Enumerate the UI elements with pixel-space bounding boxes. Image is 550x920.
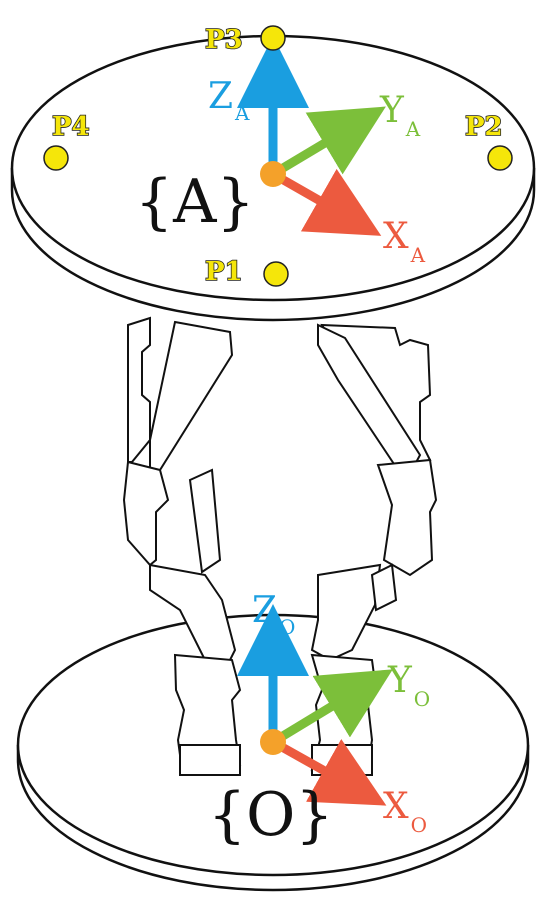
point-p1-label: P1 xyxy=(205,257,243,287)
flexure-legs xyxy=(122,316,438,776)
frame-o-label: {O} xyxy=(208,780,334,850)
point-p4 xyxy=(43,145,69,171)
point-p2 xyxy=(487,145,513,171)
point-p4-label: P4 xyxy=(52,112,90,142)
x-axis-a xyxy=(270,168,382,236)
point-p2-label: P2 xyxy=(465,112,503,142)
origin-o xyxy=(260,729,286,755)
frame-a-label: {A} xyxy=(135,167,255,237)
attachment-points: P3 P4 P2 P1 xyxy=(43,24,513,288)
point-p3 xyxy=(260,25,286,51)
point-p3-label: P3 xyxy=(205,25,243,55)
point-p1 xyxy=(263,261,289,287)
y-axis-a xyxy=(270,106,386,178)
y-axis-o xyxy=(270,669,393,746)
left-leg xyxy=(122,316,242,776)
x-axis-o xyxy=(270,738,387,806)
origin-a xyxy=(260,161,286,187)
